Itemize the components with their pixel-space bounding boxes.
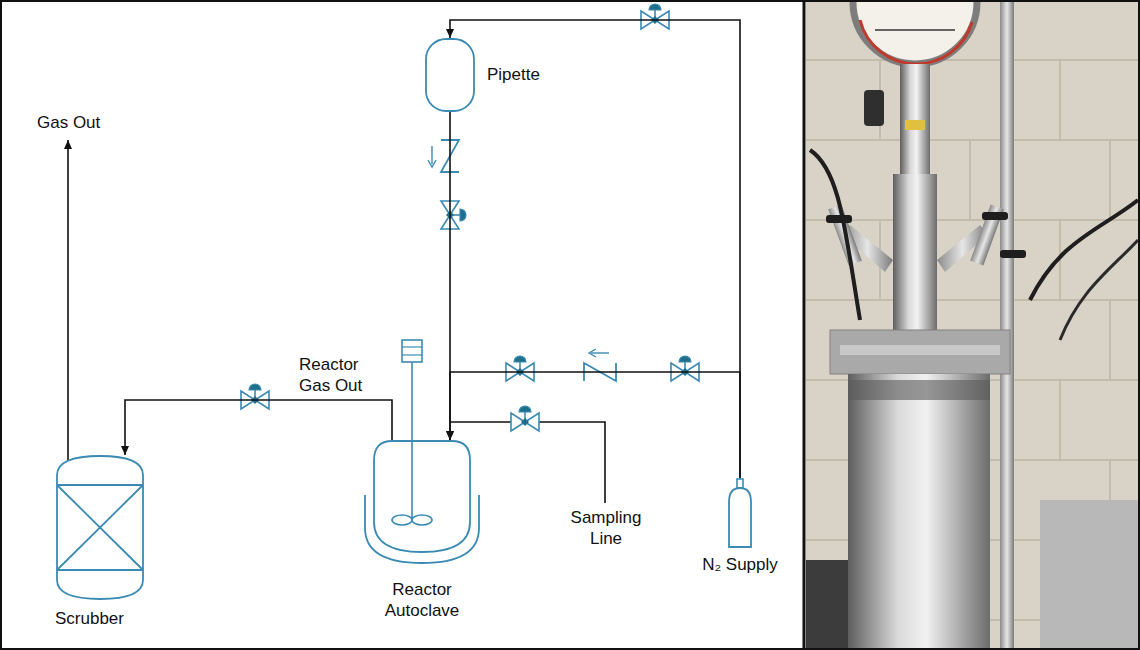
- gauge-stem: [900, 64, 930, 174]
- pressure-gauge: [853, 2, 977, 64]
- flange-clamp: [840, 345, 1000, 355]
- gas-cylinder: [729, 488, 751, 547]
- agitator-motor: [402, 354, 422, 355]
- agitator-motor: [402, 340, 422, 362]
- reactor-photo: [806, 2, 1138, 648]
- impeller-blade: [412, 515, 432, 525]
- stand-base: [1040, 500, 1138, 648]
- flow-arrow: [591, 352, 609, 353]
- valve-handle: [826, 215, 852, 223]
- pipette-vessel: [426, 39, 474, 111]
- valve-symbol: [641, 4, 669, 29]
- valve-handle: [1000, 250, 1026, 258]
- cable: [1030, 200, 1138, 300]
- supply-label: N₂ Supply: [702, 554, 778, 575]
- gas-supply-node: N₂ Supply: [727, 478, 753, 548]
- cable: [1060, 240, 1138, 340]
- valve-symbol: [241, 384, 269, 409]
- reactor-vessel: [374, 441, 470, 552]
- reactor-flange: [830, 330, 1010, 374]
- reactor-vessel: [848, 374, 990, 648]
- pipette-node: Pipette: [425, 38, 475, 112]
- reactor-jacket: [365, 495, 479, 563]
- valve-symbol: [441, 201, 466, 229]
- stand-column: [1000, 2, 1014, 648]
- node-outline: [425, 38, 475, 112]
- valve-symbol: [671, 356, 699, 381]
- valve-symbol: [511, 406, 539, 431]
- vessel-label: Pipette: [487, 64, 540, 85]
- scrubber-vessel: [57, 456, 143, 599]
- agitator-motor: [402, 346, 422, 347]
- process-line: [125, 400, 392, 455]
- reactor-head-block: [893, 174, 937, 334]
- vessel-label: Reactor Autoclave: [380, 579, 464, 621]
- panel-divider: [803, 0, 806, 650]
- flow-arrow: [589, 349, 596, 357]
- flow-arrow: [431, 146, 432, 164]
- gauge-scale: [860, 20, 972, 64]
- gauge-scale: [875, 29, 955, 31]
- vessel-shadow: [848, 380, 990, 400]
- stem-tag: [905, 120, 925, 130]
- cable: [810, 150, 860, 320]
- flow-arrow: [428, 160, 436, 167]
- stream-label: Sampling Line: [567, 507, 645, 549]
- valve-symbol: [506, 356, 534, 381]
- process-line: [450, 20, 740, 478]
- node-outline: [727, 478, 753, 548]
- reactor-node: Reactor Autoclave: [372, 440, 472, 565]
- node-outline: [372, 440, 472, 565]
- node-outline: [55, 455, 145, 600]
- impeller-blade: [392, 515, 412, 525]
- sensor-connector: [864, 90, 884, 126]
- packing-bed: [57, 485, 143, 570]
- gas-out-line: [67, 140, 69, 460]
- process-line: [450, 372, 740, 478]
- stream-label: Reactor Gas Out: [298, 354, 368, 396]
- stream-label: Gas Out: [36, 112, 101, 133]
- scrubber-node: Scrubber: [55, 455, 145, 600]
- vessel-label: Scrubber: [55, 608, 124, 629]
- valve-handle: [982, 212, 1008, 220]
- cylinder-valve: [737, 479, 743, 488]
- sampling-line: [450, 422, 605, 503]
